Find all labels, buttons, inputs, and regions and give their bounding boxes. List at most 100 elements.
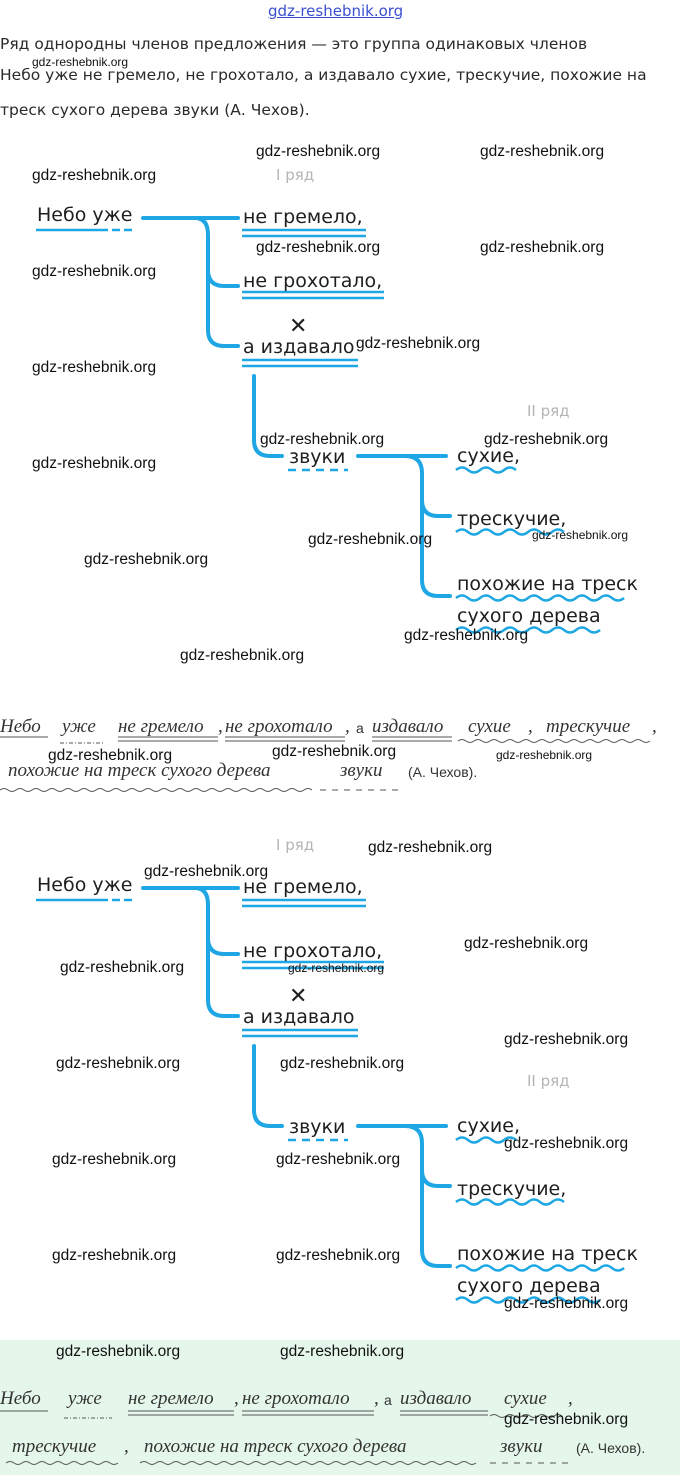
ex2-underlines xyxy=(0,1410,570,1465)
ex2-conj: а xyxy=(384,1392,392,1408)
ex2-gremelo: не гремело xyxy=(128,1388,214,1409)
watermark: gdz-reshebnik.org xyxy=(280,1055,405,1072)
watermark: gdz-reshebnik.org xyxy=(256,239,381,256)
diagram-2-lines xyxy=(36,886,625,1304)
watermark: gdz-reshebnik.org xyxy=(52,1151,177,1168)
watermark: gdz-reshebnik.org xyxy=(32,167,157,184)
ex1-uzhe: уже xyxy=(62,716,96,737)
ex2-comma4: , xyxy=(124,1436,129,1457)
row-1-label: I ряд xyxy=(276,166,315,184)
watermark: gdz-reshebnik.org xyxy=(272,743,397,760)
watermark: gdz-reshebnik.org xyxy=(32,55,129,69)
attribute-2-2: трескучие, xyxy=(457,1178,567,1200)
row-1-label-2: I ряд xyxy=(276,836,315,854)
watermark: gdz-reshebnik.org xyxy=(144,863,269,880)
watermark: gdz-reshebnik.org xyxy=(308,531,433,548)
ex2-izdavalo: издавало xyxy=(400,1388,472,1409)
ex1-grohotalo: не грохотало xyxy=(225,716,333,737)
ex1-author: (А. Чехов). xyxy=(408,764,478,780)
row-2-label: II ряд xyxy=(527,402,570,420)
predicate-3-2: а издавало xyxy=(243,1006,355,1028)
watermark: gdz-reshebnik.org xyxy=(48,747,173,764)
watermark: gdz-reshebnik.org xyxy=(504,1135,629,1152)
watermark: gdz-reshebnik.org xyxy=(480,239,605,256)
ex2-pohozhie: похожие на треск сухого дерева xyxy=(144,1436,407,1457)
ex1-comma1: , xyxy=(218,716,223,737)
watermark: gdz-reshebnik.org xyxy=(532,528,629,542)
predicate-2: не грохотало, xyxy=(243,270,383,292)
watermark: gdz-reshebnik.org xyxy=(276,1247,401,1264)
site-link[interactable]: gdz-reshebnik.org xyxy=(268,2,404,20)
ex2-uzhe: уже xyxy=(68,1388,102,1409)
watermark: gdz-reshebnik.org xyxy=(504,1411,629,1428)
attribute-3b: сухого дерева xyxy=(457,605,601,627)
ex1-comma4: , xyxy=(652,716,657,737)
cross-icon-2: ✕ xyxy=(289,984,308,1009)
watermark: gdz-reshebnik.org xyxy=(256,143,381,160)
watermark: gdz-reshebnik.org xyxy=(484,431,609,448)
watermark: gdz-reshebnik.org xyxy=(504,1031,629,1048)
ex1-comma3: , xyxy=(528,716,533,737)
watermark: gdz-reshebnik.org xyxy=(404,627,529,644)
intro-line-1: Ряд однородны членов предложения — это г… xyxy=(0,35,588,53)
watermark: gdz-reshebnik.org xyxy=(496,748,593,762)
cross-icon: ✕ xyxy=(289,314,308,339)
ex1-nebo: Небо xyxy=(0,716,41,737)
ex2-comma2: , xyxy=(374,1388,379,1409)
ex2-grohotalo: не грохотало xyxy=(242,1388,350,1409)
ex2-comma3: , xyxy=(568,1388,573,1409)
ex1-suhie: сухие xyxy=(468,716,511,737)
intro-line-2: Небо уже не гремело, не грохотало, а изд… xyxy=(0,66,647,84)
ex1-gremelo: не гремело xyxy=(118,716,204,737)
watermark: gdz-reshebnik.org xyxy=(504,1295,629,1312)
ex2-treskuchie: трескучие xyxy=(12,1436,97,1457)
ex2-comma1: , xyxy=(234,1388,239,1409)
watermark: gdz-reshebnik.org xyxy=(52,1247,177,1264)
ex2-suhie: сухие xyxy=(504,1388,547,1409)
watermark: gdz-reshebnik.org xyxy=(32,359,157,376)
attribute-3a: похожие на треск xyxy=(457,573,638,595)
attribute-1: сухие, xyxy=(457,445,521,467)
ex1-comma2: , xyxy=(345,716,350,737)
subject-word-2: Небо уже xyxy=(37,874,133,896)
watermark: gdz-reshebnik.org xyxy=(260,431,385,448)
ex1-conj: а xyxy=(356,720,364,736)
predicate-2-2: не грохотало, xyxy=(243,940,383,962)
watermark: gdz-reshebnik.org xyxy=(368,839,493,856)
watermark: gdz-reshebnik.org xyxy=(32,263,157,280)
attribute-3b-2: сухого дерева xyxy=(457,1275,601,1297)
object-word: звуки xyxy=(289,446,346,468)
predicate-1-2: не гремело, xyxy=(243,876,363,898)
watermark: gdz-reshebnik.org xyxy=(56,1343,181,1360)
watermark: gdz-reshebnik.org xyxy=(480,143,605,160)
watermark: gdz-reshebnik.org xyxy=(56,1055,181,1072)
watermark: gdz-reshebnik.org xyxy=(84,551,209,568)
ex1-treskuchie: трескучие xyxy=(546,716,631,737)
attribute-3a-2: похожие на треск xyxy=(457,1243,638,1265)
predicate-3: а издавало xyxy=(243,336,355,358)
watermark: gdz-reshebnik.org xyxy=(280,1343,405,1360)
ex2-author: (А. Чехов). xyxy=(576,1440,646,1456)
watermark: gdz-reshebnik.org xyxy=(276,1151,401,1168)
predicate-1: не гремело, xyxy=(243,206,363,228)
diagram-1-lines xyxy=(36,216,625,634)
object-word-2: звуки xyxy=(289,1116,346,1138)
watermark: gdz-reshebnik.org xyxy=(32,455,157,472)
answer-box xyxy=(0,1340,680,1475)
watermark: gdz-reshebnik.org xyxy=(464,935,589,952)
watermark: gdz-reshebnik.org xyxy=(356,335,481,352)
watermark: gdz-reshebnik.org xyxy=(60,959,185,976)
ex1-izdavalo: издавало xyxy=(372,716,444,737)
ex2-zvuki: звуки xyxy=(500,1436,543,1457)
watermark: gdz-reshebnik.org xyxy=(288,961,385,975)
attribute-2: трескучие, xyxy=(457,508,567,530)
ex1-underlines xyxy=(0,736,651,792)
attribute-1-2: сухие, xyxy=(457,1115,521,1137)
row-2-label-2: II ряд xyxy=(527,1072,570,1090)
ex1-pohozhie: похожие на треск сухого дерева xyxy=(8,760,271,781)
ex2-nebo: Небо xyxy=(0,1388,41,1409)
subject-word: Небо уже xyxy=(37,204,133,226)
ex1-zvuki: звуки xyxy=(340,760,383,781)
intro-line-3: треск сухого дерева звуки (А. Чехов). xyxy=(0,101,310,119)
watermark: gdz-reshebnik.org xyxy=(180,647,305,664)
